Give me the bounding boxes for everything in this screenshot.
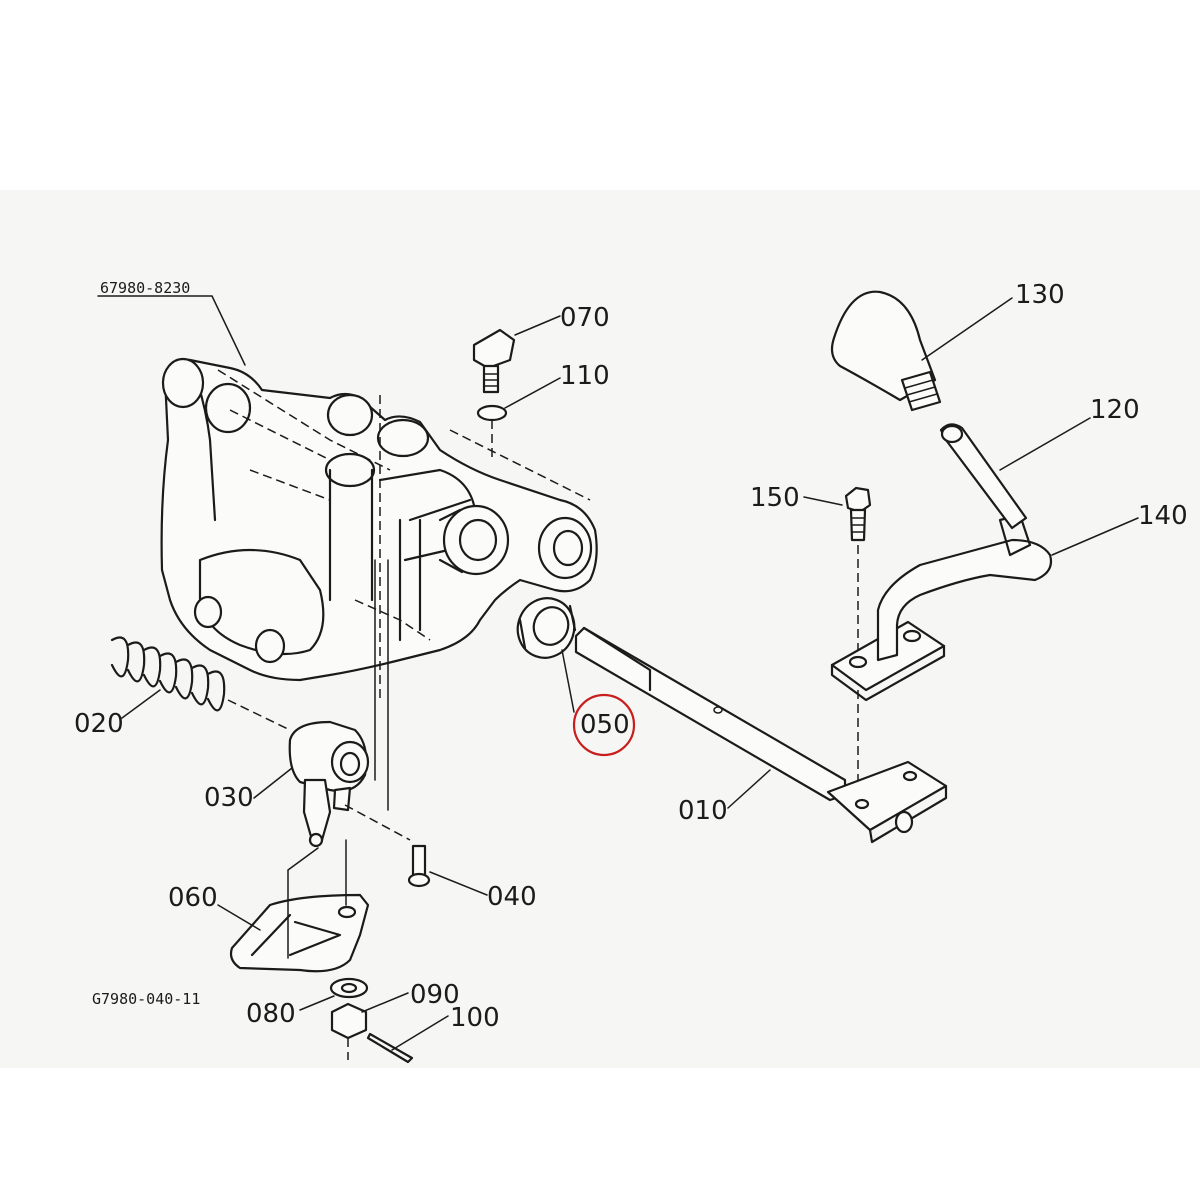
- part-label-010: 010: [678, 796, 728, 826]
- rod-120-drawing: [939, 423, 1028, 530]
- part-label-020: 020: [74, 709, 124, 739]
- part-label-070: 070: [560, 303, 610, 333]
- part-label-060: 060: [168, 883, 218, 913]
- figure-code-label: G7980-040-11: [92, 990, 200, 1008]
- part-label-100: 100: [450, 1003, 500, 1033]
- highlight-circle-050: [572, 693, 636, 757]
- knob-130-drawing: [830, 290, 942, 412]
- lever-140-drawing: [830, 513, 1053, 702]
- part-label-140: 140: [1138, 501, 1188, 531]
- shifter-030-drawing: [288, 720, 411, 848]
- bolt-070-drawing: [472, 328, 516, 460]
- part-label-080: 080: [246, 999, 296, 1029]
- bushing-050-drawing: [516, 597, 577, 659]
- housing-drawing: [160, 357, 598, 811]
- part-label-120: 120: [1090, 395, 1140, 425]
- plate-060-drawing: [229, 839, 370, 973]
- pin-040-drawing: [407, 844, 431, 888]
- bolt-150-drawing: [844, 486, 872, 780]
- spring-020-drawing: [110, 636, 291, 731]
- part-label-150: 150: [750, 483, 800, 513]
- part-label-030: 030: [204, 783, 254, 813]
- fasteners-080-090-100-drawing: [329, 977, 414, 1064]
- part-label-130: 130: [1015, 280, 1065, 310]
- part-label-090: 090: [410, 980, 460, 1010]
- part-label-040: 040: [487, 882, 537, 912]
- assembly-code-label: 67980-8230: [100, 279, 190, 297]
- part-label-050: 050: [580, 710, 630, 740]
- part-label-110: 110: [560, 361, 610, 391]
- shaft-010-drawing: [574, 626, 948, 844]
